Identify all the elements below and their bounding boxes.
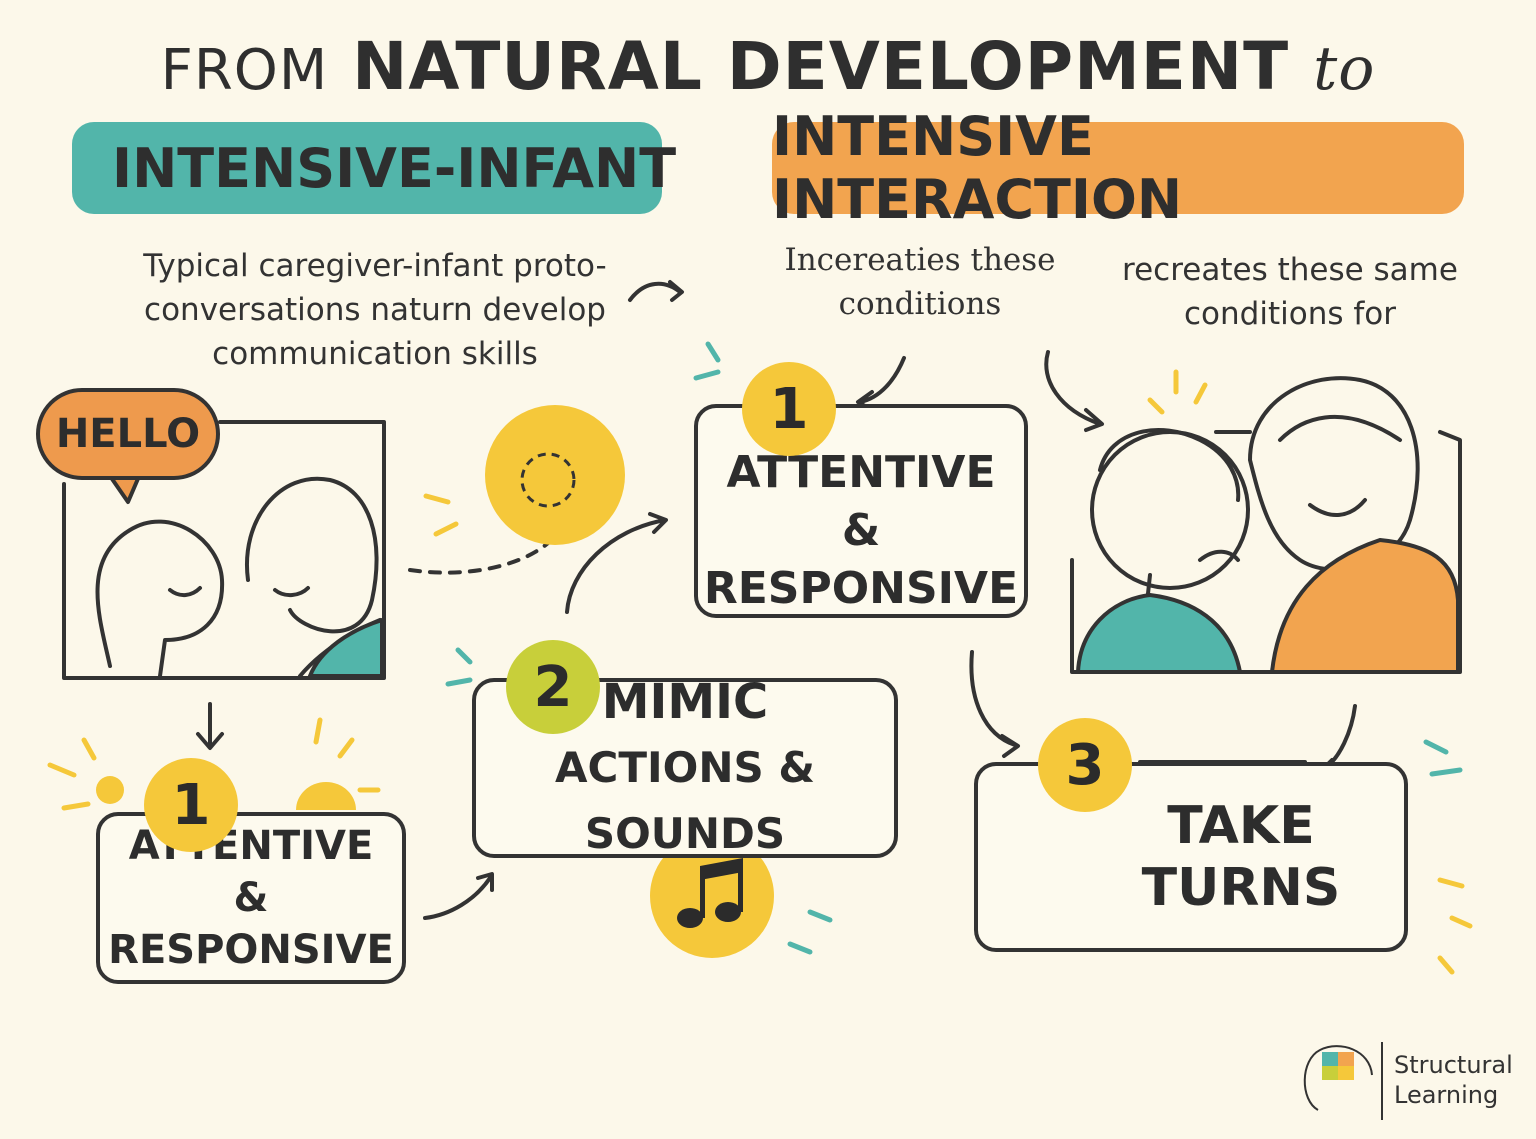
logo-line1: Structural bbox=[1394, 1051, 1513, 1079]
step-attentive-responsive-left: ATTENTIVE & RESPONSIVE bbox=[96, 812, 406, 984]
adult-head bbox=[1248, 376, 1420, 572]
logo-line2: Learning bbox=[1394, 1081, 1499, 1109]
step-attentive-responsive-top: ATTENTIVE & RESPONSIVE bbox=[694, 404, 1028, 618]
step-line2: & RESPONSIVE bbox=[703, 505, 1019, 614]
step-line2: TURNS bbox=[1141, 858, 1341, 918]
intensive-infant-banner: INTENSIVE-INFANT bbox=[72, 122, 676, 214]
step-line2: & RESPONSIVE bbox=[108, 875, 394, 973]
title-prefix: FROM bbox=[160, 38, 329, 103]
hello-speech-bubble: HELLO bbox=[36, 388, 220, 480]
step-number-badge: 1 bbox=[144, 758, 238, 852]
step-number-badge: 1 bbox=[742, 362, 836, 456]
child-shirt bbox=[1075, 592, 1243, 674]
adult-shirt bbox=[1269, 537, 1460, 674]
recreates-note: recreates these same conditions for bbox=[1122, 252, 1458, 332]
step-line1: MIMIC bbox=[601, 674, 769, 730]
step-take-turns: TAKE TURNS bbox=[974, 762, 1408, 952]
title-main: NATURAL DEVELOPMENT bbox=[352, 28, 1290, 105]
caregiver-note: Typical caregiver-infant proto-conversat… bbox=[143, 248, 607, 372]
step-number-badge: 3 bbox=[1038, 718, 1132, 812]
step-line1: TAKE bbox=[1167, 796, 1315, 856]
step-number-badge: 2 bbox=[506, 640, 600, 734]
infant-outline bbox=[95, 519, 225, 678]
child-head bbox=[1090, 430, 1250, 590]
title-suffix: to bbox=[1313, 34, 1376, 104]
logo-icon bbox=[1303, 1042, 1383, 1120]
step-line1: ATTENTIVE bbox=[726, 447, 996, 498]
conditions-note: Incereaties these conditions bbox=[784, 242, 1056, 322]
logo-text: Structural Learning bbox=[1394, 1050, 1513, 1110]
page-title: FROM NATURAL DEVELOPMENT to bbox=[0, 28, 1536, 105]
sun-icon bbox=[485, 405, 625, 545]
step-line2: ACTIONS & SOUNDS bbox=[555, 743, 815, 858]
